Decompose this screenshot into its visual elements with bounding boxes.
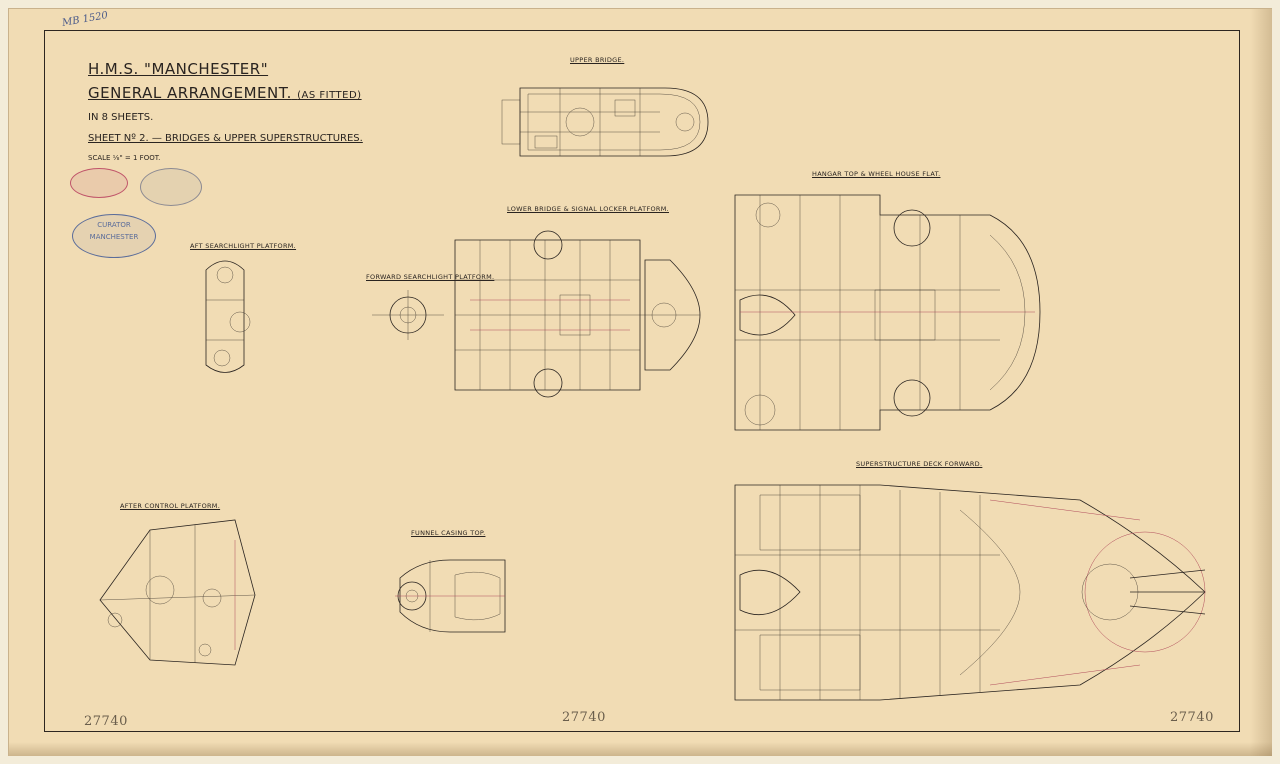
label-upper-bridge: UPPER BRIDGE. — [570, 56, 625, 64]
red-archive-stamp — [70, 168, 128, 198]
ship-name: H.M.S. "MANCHESTER" — [88, 60, 269, 78]
drawing-subject: GENERAL ARRANGEMENT. (AS FITTED) — [88, 84, 363, 102]
funnel-casing-plan — [395, 559, 506, 633]
curator-stamp-line1: CURATOR — [97, 221, 131, 229]
label-aft-searchlight: AFT SEARCHLIGHT PLATFORM. — [190, 242, 297, 250]
aft-searchlight-plan — [205, 260, 251, 373]
curator-stamp: CURATOR MANCHESTER — [72, 214, 156, 258]
sheet-count: IN 8 SHEETS. — [88, 112, 154, 123]
subject-text: GENERAL ARRANGEMENT. — [88, 84, 292, 102]
label-hangar-top: HANGAR TOP & WHEEL HOUSE FLAT. — [812, 170, 941, 178]
upper-bridge-plan — [501, 87, 709, 157]
sheet-description: SHEET Nº 2. — BRIDGES & UPPER SUPERSTRUC… — [88, 133, 363, 144]
hangar-top-plan — [734, 194, 1041, 431]
lower-bridge-plan — [454, 230, 701, 398]
label-superstructure-deck: SUPERSTRUCTURE DECK FORWARD. — [856, 460, 983, 468]
drawing-number-center: 27740 — [562, 710, 606, 725]
label-forward-searchlight: FORWARD SEARCHLIGHT PLATFORM. — [366, 273, 495, 281]
drawing-border-frame — [44, 30, 1240, 732]
after-control-plan — [99, 519, 256, 666]
superstructure-deck-plan — [734, 484, 1206, 701]
label-funnel-casing: FUNNEL CASING TOP. — [411, 529, 486, 537]
title-block: H.M.S. "MANCHESTER" GENERAL ARRANGEMENT.… — [88, 60, 363, 162]
drawing-scale: SCALE ⅛" = 1 FOOT. — [88, 154, 161, 162]
sheet-edge-shadow-right — [1250, 9, 1272, 756]
drawing-number-left: 27740 — [84, 714, 128, 729]
drawing-number-right: 27740 — [1170, 710, 1214, 725]
label-lower-bridge: LOWER BRIDGE & SIGNAL LOCKER PLATFORM. — [507, 205, 669, 213]
label-after-control: AFTER CONTROL PLATFORM. — [120, 502, 221, 510]
curator-stamp-line2: MANCHESTER — [89, 233, 139, 241]
forward-searchlight-plan — [372, 290, 444, 340]
subject-note: (AS FITTED) — [297, 90, 362, 101]
grey-archive-stamp — [140, 168, 202, 206]
sheet-edge-shadow-bottom — [9, 742, 1272, 756]
